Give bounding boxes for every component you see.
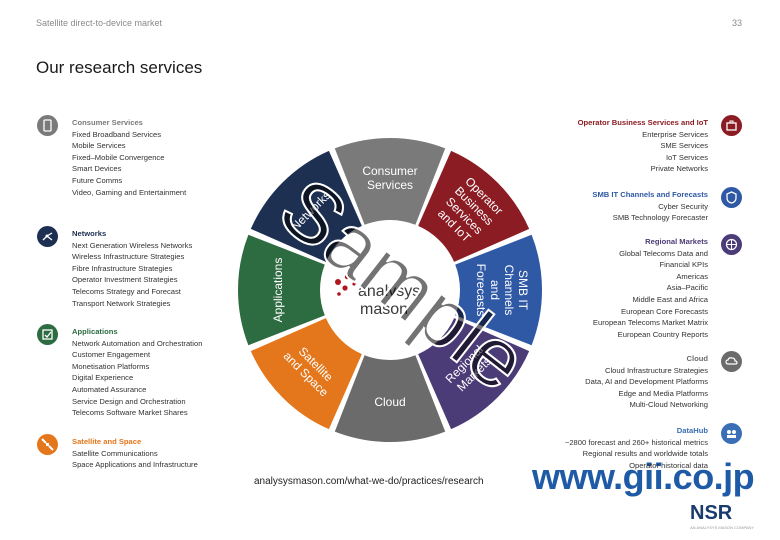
section-item[interactable]: Cyber Security <box>658 201 708 211</box>
nsr-logo-subtitle: AN ANALYSYS MASON COMPANY <box>690 525 755 530</box>
section-item[interactable]: Fixed–Mobile Convergence <box>72 152 165 162</box>
section-item[interactable]: Asia–Pacific <box>666 283 708 293</box>
cloud-icon <box>721 351 742 372</box>
section-title-datahub[interactable]: DataHub <box>676 426 708 435</box>
network-icon <box>37 226 58 247</box>
logo-line-2: mason <box>360 301 408 318</box>
globe-icon <box>721 234 742 255</box>
section-item[interactable]: European Country Reports <box>617 329 708 339</box>
section-item[interactable]: Next Generation Wireless Networks <box>72 240 193 250</box>
section-item[interactable]: Global Telecoms Data and <box>619 248 708 258</box>
section-item[interactable]: ~2800 forecast and 260+ historical metri… <box>564 437 708 447</box>
section-title-applications[interactable]: Applications <box>72 327 118 336</box>
wheel-segment-applications[interactable] <box>238 234 325 346</box>
section-item[interactable]: SMB Technology Forecaster <box>612 213 708 223</box>
wheel-segment-satellite[interactable] <box>250 318 362 430</box>
section-item[interactable]: Multi-Cloud Networking <box>629 400 709 410</box>
wheel-segment-consumer[interactable] <box>334 138 446 225</box>
section-title-consumer[interactable]: Consumer Services <box>72 118 143 127</box>
section-item[interactable]: Regional results and worldwide totals <box>582 449 708 459</box>
section-item[interactable]: Satellite Communications <box>72 448 158 458</box>
section-item[interactable]: Financial KPIs <box>659 260 708 270</box>
wheel-label-applications: Applications <box>271 258 285 323</box>
section-title-regional[interactable]: Regional Markets <box>645 237 708 246</box>
breadcrumb: Satellite direct-to-device market <box>36 18 163 28</box>
section-title-cloud[interactable]: Cloud <box>686 354 708 363</box>
section-item[interactable]: Telecoms Software Market Shares <box>72 408 188 418</box>
section-item[interactable]: Service Design and Orchestration <box>72 396 186 406</box>
section-item[interactable]: Americas <box>676 271 708 281</box>
research-url[interactable]: analysysmason.com/what-we-do/practices/r… <box>254 476 484 487</box>
logo-line-1: analysys <box>358 283 420 300</box>
section-item[interactable]: Transport Network Strategies <box>72 298 171 308</box>
section-item[interactable]: Telecoms Strategy and Forecast <box>72 286 181 296</box>
wheel-segment-operator[interactable] <box>418 150 530 262</box>
shield-icon <box>721 187 742 208</box>
section-item[interactable]: Fibre Infrastructure Strategies <box>72 263 173 273</box>
section-item[interactable]: Future Comms <box>72 175 123 185</box>
section-item[interactable]: Network Automation and Orchestration <box>72 338 203 348</box>
section-item[interactable]: Wireless Infrastructure Strategies <box>72 252 185 262</box>
section-operator: Operator Business Services and IoT Enterp… <box>578 117 708 175</box>
section-item[interactable]: Customer Engagement <box>72 350 151 360</box>
section-item[interactable]: Data, AI and Development Platforms <box>585 377 708 387</box>
section-item[interactable]: Enterprise Services <box>642 129 708 139</box>
tablet-icon <box>37 115 58 136</box>
wheel-segment-regional[interactable] <box>418 318 530 430</box>
wheel-segment-cloud[interactable] <box>334 355 446 442</box>
page-number: 33 <box>731 18 742 28</box>
section-item[interactable]: Mobile Services <box>72 141 126 151</box>
section-item[interactable]: European Telecoms Market Matrix <box>592 318 708 328</box>
section-item[interactable]: Space Applications and Infrastructure <box>72 460 198 470</box>
section-item[interactable]: Digital Experience <box>72 373 134 383</box>
section-item[interactable]: IoT Services <box>665 152 708 162</box>
wheel-segment-smb[interactable] <box>455 234 542 346</box>
section-item[interactable]: Operator Investment Strategies <box>72 275 178 285</box>
page-title: Our research services <box>36 58 203 77</box>
section-item[interactable]: Video, Gaming and Entertainment <box>72 187 187 197</box>
gii-watermark: www.gii.co.jp <box>532 456 755 497</box>
wheel-segment-networks[interactable] <box>250 150 362 262</box>
section-title-smb[interactable]: SMB IT Channels and Forecasts <box>592 190 708 199</box>
apps-icon <box>37 324 58 345</box>
section-title-operator[interactable]: Operator Business Services and IoT <box>577 118 708 127</box>
datahub-icon <box>721 423 742 444</box>
section-item[interactable]: Monetisation Platforms <box>72 361 150 371</box>
section-title-satellite[interactable]: Satellite and Space <box>72 437 142 446</box>
section-item[interactable]: SME Services <box>660 141 708 151</box>
section-item[interactable]: Middle East and Africa <box>632 294 708 304</box>
section-item[interactable]: Edge and Media Platforms <box>618 388 709 398</box>
section-item[interactable]: Fixed Broadband Services <box>72 129 162 139</box>
section-item[interactable]: Operator historical data <box>629 460 708 470</box>
section-item[interactable]: Cloud Infrastructure Strategies <box>605 365 708 375</box>
wheel-label-smb: SMB ITChannelsandForecasts <box>474 264 530 317</box>
section-title-networks[interactable]: Networks <box>72 229 107 238</box>
section-datahub: DataHub ~2800 forecast and 260+ historica… <box>565 425 708 471</box>
section-item[interactable]: Private Networks <box>650 164 708 174</box>
section-item[interactable]: European Core Forecasts <box>621 306 708 316</box>
analysys-mason-logo: analysys mason <box>335 274 420 318</box>
section-item[interactable]: Automated Assurance <box>72 384 147 394</box>
briefcase-icon <box>721 115 742 136</box>
section-item[interactable]: Smart Devices <box>72 164 122 174</box>
wheel-label-cloud: Cloud <box>374 395 405 409</box>
nsr-logo: NSR <box>690 502 733 524</box>
wheel-center <box>322 222 458 358</box>
satellite-icon <box>37 434 58 455</box>
